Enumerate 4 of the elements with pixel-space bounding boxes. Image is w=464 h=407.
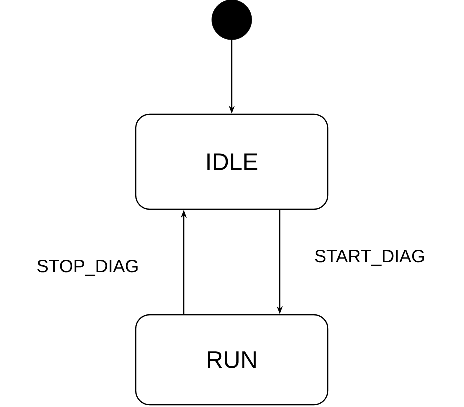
edge-label: STOP_DIAG	[36, 258, 140, 278]
state-box: IDLE	[135, 114, 329, 210]
state-box: RUN	[135, 314, 329, 406]
edge-label: START_DIAG	[314, 248, 426, 268]
